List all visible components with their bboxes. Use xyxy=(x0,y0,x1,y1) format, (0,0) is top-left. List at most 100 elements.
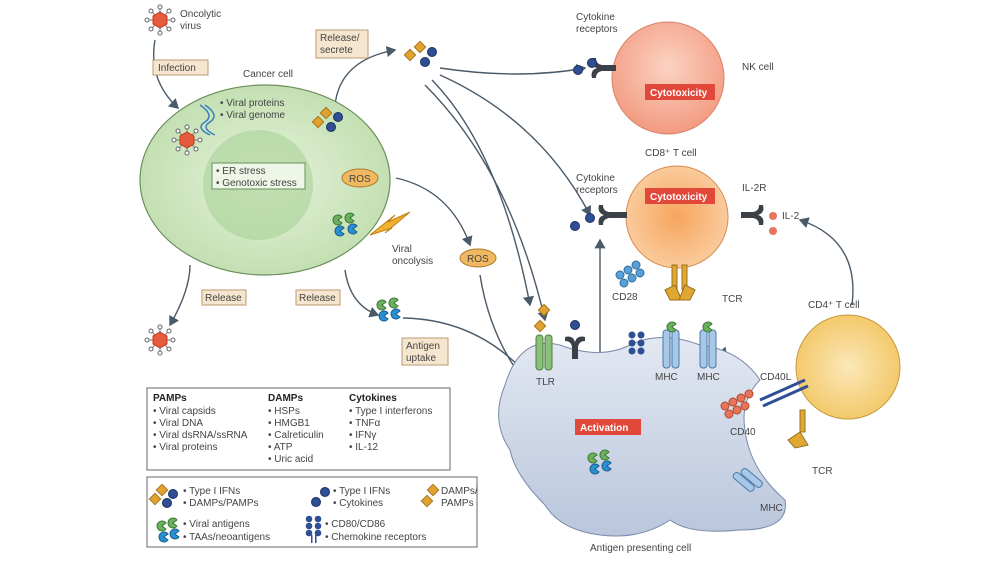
legend-symbol-text: • DAMPs/PAMPs xyxy=(183,498,259,509)
cd28-icon xyxy=(615,260,645,288)
viral-oncolysis-label: Viral xyxy=(392,244,412,255)
legend-symbol-text: • Chemokine receptors xyxy=(325,532,426,543)
cd40l-label: CD40L xyxy=(760,372,792,383)
damps-list: DAMPs • HSPs • HMGB1 • Calreticulin • AT… xyxy=(268,393,324,465)
activation-label: Activation xyxy=(580,423,628,434)
infection-box xyxy=(152,59,209,76)
cd4-t-cell xyxy=(795,314,901,420)
mhc-label-2: MHC xyxy=(697,372,720,383)
antigen-uptake-label-2: uptake xyxy=(406,353,436,364)
nk-cytotoxicity-box xyxy=(645,84,715,100)
legend-item: • Type I interferons xyxy=(349,406,432,417)
damps-title: DAMPs xyxy=(268,393,303,404)
legend-symbol-text: • TAAs/neoantigens xyxy=(183,532,270,543)
viral-proteins-label: • Viral proteins xyxy=(220,98,284,109)
release-label-right: Release xyxy=(299,293,336,304)
legend-symbol-text: • Viral antigens xyxy=(183,519,250,530)
ros-bubble-2 xyxy=(459,248,497,268)
cytokine-icon xyxy=(570,221,580,231)
legend-symbol-text: • Cytokines xyxy=(333,498,383,509)
er-stress-label: • ER stress xyxy=(216,166,266,177)
legend-symbol-text: DAMPs/ xyxy=(441,486,478,497)
mhc-label-1: MHC xyxy=(655,372,678,383)
genotoxic-stress-label: • Genotoxic stress xyxy=(216,178,297,189)
released-antigens xyxy=(376,297,401,322)
cytokines-list: Cytokines • Type I interferons • TNFα • … xyxy=(349,393,432,453)
legend-item: • Viral proteins xyxy=(153,442,217,453)
tlr-icon xyxy=(535,334,553,371)
il2-label: IL-2 xyxy=(782,211,800,222)
cd8-cytokine-receptors-label-2: receptors xyxy=(576,185,618,196)
cd8-t-cell-label: CD8⁺ T cell xyxy=(645,148,697,159)
cytokine-icon xyxy=(587,58,597,68)
apc-label: Antigen presenting cell xyxy=(590,543,691,554)
intracellular-virus-icon xyxy=(171,124,203,156)
damp-icon xyxy=(537,303,551,317)
cd40-label: CD40 xyxy=(730,427,756,438)
cytokine-icon xyxy=(573,65,583,75)
release-box-left xyxy=(201,289,247,306)
secreted-molecules xyxy=(403,40,437,67)
legend-item: • Uric acid xyxy=(268,454,313,465)
cd8-cytokine-receptors-label: Cytokine xyxy=(576,173,615,184)
legend-item: • Viral DNA xyxy=(153,418,203,429)
release-secrete-box xyxy=(315,29,369,59)
il2-molecule xyxy=(769,212,777,220)
antigen-icon xyxy=(702,321,713,333)
mhc-cd4-label: MHC xyxy=(760,503,783,514)
cd40l-icon xyxy=(759,378,809,408)
legend-item: • Viral capsids xyxy=(153,406,216,417)
tcr-cd8-icon xyxy=(664,264,696,301)
legend-symbol-text: PAMPs xyxy=(441,498,474,509)
cytokine-icon xyxy=(570,320,580,330)
legend-symbol-text: • CD80/CD86 xyxy=(325,519,386,530)
cancer-cell-label: Cancer cell xyxy=(243,69,293,80)
category-legend xyxy=(146,387,451,471)
legend-item: • HMGB1 xyxy=(268,418,310,429)
release-secrete-label-2: secrete xyxy=(320,45,353,56)
cd4-t-cell-label: CD4⁺ T cell xyxy=(808,300,860,311)
legend-item: • Calreticulin xyxy=(268,430,324,441)
oncolytic-virus-label-2: virus xyxy=(180,21,201,32)
infection-label: Infection xyxy=(158,63,196,74)
viral-oncolysis-label-2: oncolysis xyxy=(392,256,433,267)
legend-symbol-text: • Type I IFNs xyxy=(183,486,240,497)
cd40-icon xyxy=(720,389,754,419)
il2-receptor-icon xyxy=(741,205,764,225)
cytokines-title: Cytokines xyxy=(349,393,397,404)
legend-item: • HSPs xyxy=(268,406,300,417)
legend-item: • IFNγ xyxy=(349,430,376,441)
pamps-title: PAMPs xyxy=(153,393,187,404)
nk-cytotoxicity-label: Cytotoxicity xyxy=(650,88,708,99)
cd80-cd86-icon xyxy=(628,331,645,355)
legend-item: • ATP xyxy=(268,442,293,453)
viral-genome-label: • Viral genome xyxy=(220,110,285,121)
mhc-cd4-icon xyxy=(732,467,763,492)
stress-box xyxy=(211,162,306,190)
il2r-label: IL-2R xyxy=(742,183,766,194)
legend-symbol-text: • Type I IFNs xyxy=(333,486,390,497)
legend-item: • TNFα xyxy=(349,418,381,429)
released-virus-icon xyxy=(144,324,176,356)
tcr-cd8-label: TCR xyxy=(722,294,743,305)
oncolytic-virus-icon xyxy=(144,4,176,36)
cd28-label: CD28 xyxy=(612,292,638,303)
antigen-uptake-box xyxy=(401,337,449,366)
tcr-cd4-icon xyxy=(787,409,809,449)
receptor-icon xyxy=(305,515,322,543)
release-secrete-label: Release/ xyxy=(320,33,360,44)
lightning-icon xyxy=(369,211,411,236)
nk-cell xyxy=(611,21,725,135)
ros-bubble xyxy=(341,168,379,188)
damp-icon xyxy=(533,319,547,333)
legend-item: • IL-12 xyxy=(349,442,379,453)
antigen-icon xyxy=(666,321,677,333)
ros-label-2: ROS xyxy=(467,254,489,265)
pamps-list: PAMPs • Viral capsids • Viral DNA • Vira… xyxy=(153,393,248,453)
nk-cytokine-receptors-label: Cytokine xyxy=(576,12,615,23)
antigen-uptake-label: Antigen xyxy=(406,341,440,352)
cd8-cytotoxicity-box xyxy=(645,188,715,204)
legend-item: • Viral dsRNA/ssRNA xyxy=(153,430,248,441)
nk-cell-label: NK cell xyxy=(742,62,774,73)
